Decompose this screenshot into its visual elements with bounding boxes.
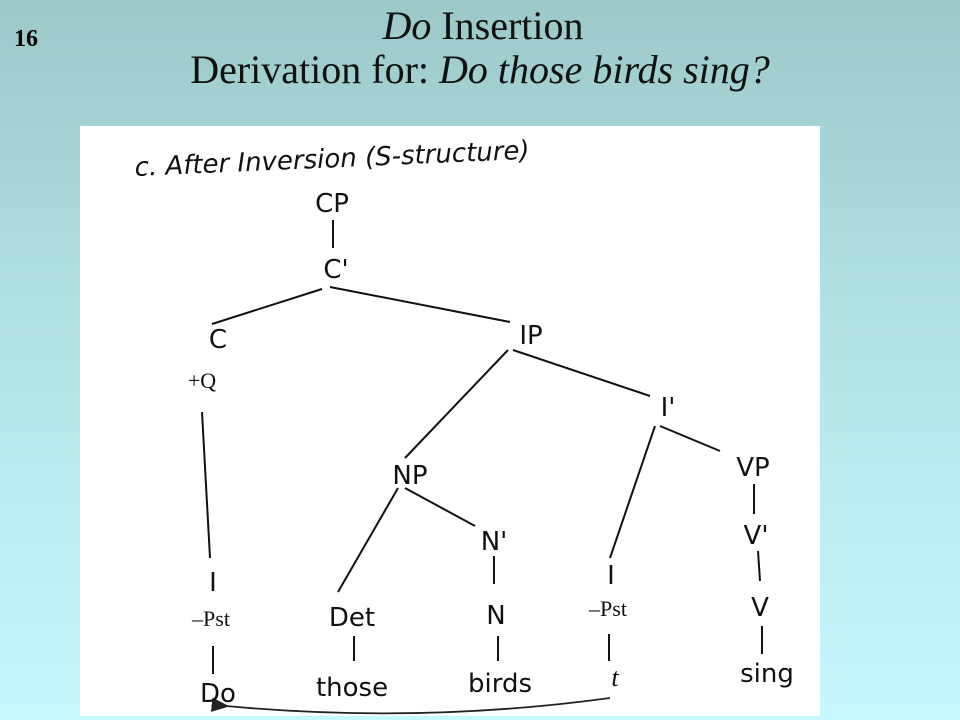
node-cp: CP (315, 189, 349, 219)
word-sing: sing (740, 659, 794, 689)
node-i-trace: I (607, 561, 615, 591)
node-np: NP (392, 461, 427, 491)
branch-ip-np (404, 349, 509, 459)
node-c-bar: C' (323, 255, 348, 285)
word-trace: t (611, 663, 619, 692)
branch-cbar-c (211, 288, 323, 325)
movement-arrow (210, 697, 611, 715)
branch-ibar-i (609, 425, 656, 559)
title-italic: Do (382, 3, 432, 48)
branch-vbar-v (757, 550, 761, 582)
node-c-feature: +Q (188, 368, 216, 393)
branch-cbar-ip (329, 286, 511, 323)
node-c: C (209, 325, 227, 355)
slide-title: Do Insertion Derivation for: Do those bi… (0, 4, 960, 92)
subtitle-prefix: Derivation for: (190, 47, 440, 92)
node-n-bar: N' (481, 527, 508, 557)
node-v: V (751, 593, 769, 623)
title-line-1: Do Insertion (0, 4, 960, 48)
node-i-moved-feature: –Pst (191, 606, 230, 631)
word-those: those (316, 673, 388, 703)
slide-number: 16 (14, 26, 38, 52)
node-i-bar: I' (661, 393, 676, 423)
node-ip: IP (519, 321, 542, 351)
title-rest: Insertion (431, 3, 584, 48)
branch-ip-ibar (512, 349, 651, 397)
word-birds: birds (468, 669, 532, 699)
tree-branches (201, 220, 763, 674)
node-n: N (486, 601, 505, 631)
syntax-tree: c. After Inversion (S-structure) (134, 136, 794, 715)
scanned-diagram: c. After Inversion (S-structure) (80, 126, 820, 716)
subtitle-italic: Do those birds sing? (439, 47, 770, 92)
branch-c-i (201, 411, 211, 559)
branch-ibar-vp (659, 425, 721, 452)
node-v-bar: V' (744, 521, 769, 551)
diagram-heading: c. After Inversion (S-structure) (134, 136, 530, 183)
node-vp: VP (736, 453, 769, 483)
node-det: Det (329, 603, 375, 633)
node-i-moved: I (209, 568, 217, 598)
branch-np-nbar (404, 487, 476, 527)
tree-labels: CP C' C +Q IP I' NP VP N' V' I –Pst I –P… (188, 189, 794, 709)
title-line-2: Derivation for: Do those birds sing? (0, 48, 960, 92)
node-i-trace-feature: –Pst (588, 596, 627, 621)
word-do: Do (200, 679, 236, 709)
branch-np-det (337, 487, 399, 593)
